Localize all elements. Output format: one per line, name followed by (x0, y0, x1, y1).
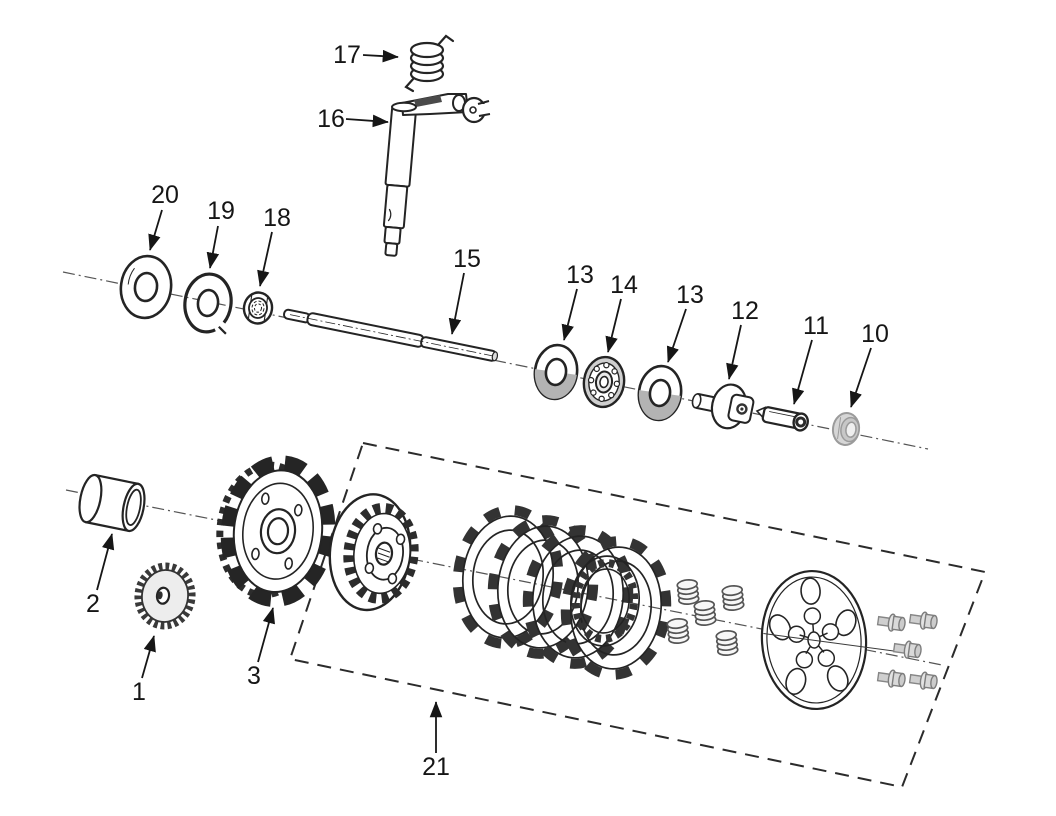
callout-18-label: 18 (263, 204, 291, 232)
callout-12-label: 12 (731, 297, 759, 325)
part-14-ball-bearing (582, 355, 626, 409)
part-12-lifter-cam (691, 383, 755, 430)
callout-20-label: 20 (151, 181, 179, 209)
callout-13-left: 13 (561, 261, 594, 341)
part-13-thrust-washer-left (533, 343, 579, 401)
callout-13-right-label: 13 (676, 281, 704, 309)
callout-10: 10 (849, 320, 889, 408)
callout-19-label: 19 (207, 197, 235, 225)
part-10-nut (831, 412, 861, 446)
callout-11: 11 (792, 312, 829, 405)
callout-14: 14 (605, 271, 638, 353)
callout-3: 3 (247, 607, 275, 690)
clutch-steel-plate (570, 555, 640, 647)
clutch-pressure-plate (760, 569, 902, 711)
lower-axis-centerline (65, 489, 943, 666)
clutch-spring (715, 629, 739, 657)
callout-17-label: 17 (333, 41, 361, 69)
clutch-bolt (876, 669, 906, 688)
clutch-bolt (876, 613, 906, 632)
part-17-lever-spring (404, 34, 455, 93)
callout-1: 1 (132, 635, 156, 706)
callout-19: 19 (206, 197, 235, 269)
part-19-lock-washer (183, 272, 233, 335)
part-20-washer (119, 254, 173, 320)
callout-2-label: 2 (86, 590, 100, 618)
part-15-push-rod (282, 308, 499, 362)
callout-13-right: 13 (666, 281, 704, 363)
part-1-drive-gear (134, 562, 196, 630)
part-2-bushing (78, 473, 146, 533)
part-3-clutch-basket (216, 455, 336, 608)
callout-11-label: 11 (803, 312, 829, 340)
callout-15-label: 15 (453, 245, 481, 273)
callout-21: 21 (422, 701, 450, 781)
part-18-nut (242, 291, 274, 325)
callout-1-label: 1 (132, 678, 146, 706)
callout-20: 20 (148, 181, 179, 251)
callout-2: 2 (86, 533, 115, 618)
callout-18: 18 (257, 204, 291, 287)
callout-15: 15 (448, 245, 481, 335)
callout-21-label: 21 (422, 753, 450, 781)
clutch-center-hub (328, 493, 419, 612)
part-13-thrust-washer-right (637, 364, 683, 422)
callout-12: 12 (726, 297, 759, 380)
clutch-bolt (908, 671, 938, 690)
part-16-release-shaft (382, 93, 491, 257)
callout-16-label: 16 (317, 105, 345, 133)
clutch-bolts (876, 611, 938, 690)
callout-16: 16 (317, 105, 389, 133)
clutch-springs (666, 578, 745, 657)
part-11-lifter-pin (755, 406, 809, 432)
callout-10-label: 10 (861, 320, 889, 348)
callout-17: 17 (333, 41, 399, 69)
clutch-bolt (892, 640, 922, 659)
callout-13-left-label: 13 (566, 261, 594, 289)
clutch-bolt (908, 611, 938, 630)
clutch-spring (666, 617, 690, 645)
callout-14-label: 14 (610, 271, 638, 299)
callout-3-label: 3 (247, 662, 261, 690)
clutch-spring (721, 584, 745, 612)
knurled-grip (414, 95, 442, 107)
clutch-spring (693, 599, 717, 627)
assembly-group-box (288, 441, 987, 789)
clutch-spring (676, 578, 700, 606)
